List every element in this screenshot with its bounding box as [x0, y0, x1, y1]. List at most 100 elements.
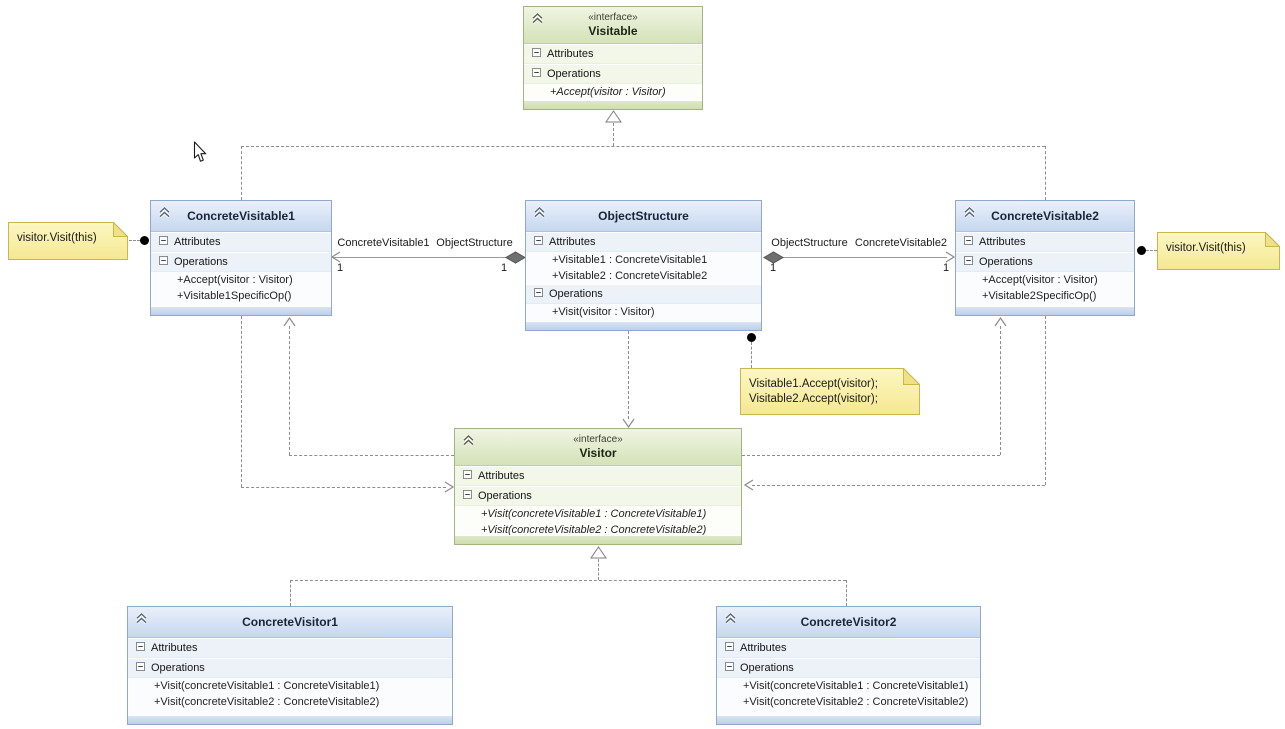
operations-section-row[interactable]: Operations	[455, 486, 741, 506]
member-attribute[interactable]: +Visitable2 : ConcreteVisitable2	[552, 270, 708, 282]
operations-label: Operations	[547, 68, 601, 80]
multiplicity-label: 1	[943, 262, 950, 274]
operations-section-row[interactable]: Operations	[151, 252, 331, 272]
stereotype-label: «interface»	[573, 434, 623, 445]
class-header[interactable]: ConcreteVisitable2	[956, 201, 1134, 232]
attributes-section-row[interactable]: Attributes	[717, 638, 980, 658]
connector-line	[751, 342, 752, 368]
attributes-label: Attributes	[740, 642, 787, 654]
collapse-chevron-icon[interactable]	[158, 206, 171, 221]
note-visitor-visit-left[interactable]: visitor.Visit(this)	[8, 222, 128, 260]
member-operation[interactable]: +Visit(concreteVisitable1 : ConcreteVisi…	[743, 680, 969, 692]
class-visitor[interactable]: «interface» Visitor Attributes Operation…	[454, 428, 742, 545]
class-concretevisitable2[interactable]: ConcreteVisitable2 Attributes Operations…	[955, 200, 1135, 316]
note-visitor-visit-right[interactable]: visitor.Visit(this)	[1157, 232, 1280, 270]
member-operation[interactable]: +Accept(visitor : Visitor)	[177, 274, 293, 286]
member-operation[interactable]: +Accept(visitor : Visitor)	[982, 274, 1098, 286]
connector-line	[613, 123, 614, 146]
attributes-label: Attributes	[979, 236, 1026, 248]
note-anchor-dot	[1137, 246, 1146, 255]
association-role-label: ObjectStructure	[771, 237, 848, 249]
multiplicity-label: 1	[337, 262, 344, 274]
class-concretevisitor2[interactable]: ConcreteVisitor2 Attributes Operations +…	[716, 606, 981, 725]
class-header[interactable]: ObjectStructure	[526, 201, 761, 232]
collapse-chevron-icon[interactable]	[533, 206, 546, 221]
class-objectstructure[interactable]: ObjectStructure Attributes +Visitable1 :…	[525, 200, 762, 331]
note-text: visitor.Visit(this)	[17, 232, 97, 244]
member-operation[interactable]: +Visitable2SpecificOp()	[982, 290, 1097, 302]
collapse-minus-icon[interactable]	[159, 236, 168, 248]
class-header[interactable]: «interface» Visitable	[524, 7, 702, 44]
multiplicity-label: 1	[770, 262, 777, 274]
collapse-minus-icon[interactable]	[463, 470, 472, 482]
collapse-minus-icon[interactable]	[534, 236, 543, 248]
association-role-label: ConcreteVisitable1	[337, 237, 430, 249]
class-concretevisitable1[interactable]: ConcreteVisitable1 Attributes Operations…	[150, 200, 332, 316]
class-footer	[455, 535, 741, 544]
member-attribute[interactable]: +Visitable1 : ConcreteVisitable1	[552, 254, 708, 266]
collapse-chevron-icon[interactable]	[135, 612, 148, 627]
collapse-minus-icon[interactable]	[725, 662, 734, 674]
connector-line	[598, 559, 599, 580]
attributes-section-row[interactable]: Attributes	[128, 638, 452, 658]
mouse-cursor-icon	[193, 141, 208, 164]
member-operation[interactable]: +Visit(concreteVisitable2 : ConcreteVisi…	[743, 696, 969, 708]
attributes-section-row[interactable]: Attributes	[956, 232, 1134, 252]
collapse-chevron-icon[interactable]	[724, 612, 737, 627]
connector-line	[241, 316, 242, 487]
member-operation[interactable]: +Visit(concreteVisitable1 : ConcreteVisi…	[481, 508, 707, 520]
member-operation[interactable]: +Visit(concreteVisitable2 : ConcreteVisi…	[481, 524, 707, 536]
operations-section-row[interactable]: Operations	[717, 658, 980, 678]
collapse-minus-icon[interactable]	[532, 68, 541, 80]
class-title: ConcreteVisitor1	[242, 615, 338, 629]
class-header[interactable]: ConcreteVisitor2	[717, 607, 980, 638]
association-role-label: ConcreteVisitable2	[854, 237, 948, 249]
collapse-chevron-icon[interactable]	[963, 206, 976, 221]
note-text: visitor.Visit(this)	[1166, 242, 1246, 254]
operations-section-row[interactable]: Operations	[128, 658, 452, 678]
connector-line	[1146, 250, 1157, 251]
attributes-label: Attributes	[547, 48, 594, 60]
open-arrow-up-icon	[994, 316, 1007, 327]
operations-section-row[interactable]: Operations	[524, 64, 702, 84]
collapse-chevron-icon[interactable]	[462, 434, 475, 449]
collapse-minus-icon[interactable]	[964, 236, 973, 248]
collapse-minus-icon[interactable]	[159, 256, 168, 268]
operations-section-row[interactable]: Operations	[956, 252, 1134, 272]
attributes-section-row[interactable]: Attributes	[526, 232, 761, 252]
class-visitable[interactable]: «interface» Visitable Attributes Operati…	[523, 6, 703, 110]
note-accept-calls[interactable]: Visitable1.Accept(visitor); Visitable2.A…	[740, 368, 920, 415]
operations-label: Operations	[549, 288, 603, 300]
class-header[interactable]: ConcreteVisitable1	[151, 201, 331, 232]
attributes-section-row[interactable]: Attributes	[151, 232, 331, 252]
class-header[interactable]: «interface» Visitor	[455, 429, 741, 466]
collapse-minus-icon[interactable]	[136, 662, 145, 674]
attributes-label: Attributes	[478, 470, 525, 482]
operations-section-row[interactable]: Operations	[526, 284, 761, 304]
member-operation[interactable]: +Visit(concreteVisitable1 : ConcreteVisi…	[154, 680, 380, 692]
collapse-minus-icon[interactable]	[725, 642, 734, 654]
collapse-minus-icon[interactable]	[534, 288, 543, 300]
connector-line	[1045, 146, 1046, 200]
class-header[interactable]: ConcreteVisitor1	[128, 607, 452, 638]
collapse-minus-icon[interactable]	[463, 490, 472, 502]
member-operation[interactable]: +Visit(visitor : Visitor)	[552, 306, 655, 318]
connector-line	[752, 485, 1045, 486]
attributes-section-row[interactable]: Attributes	[524, 44, 702, 64]
connector-line	[129, 240, 140, 241]
operations-label: Operations	[740, 662, 794, 674]
multiplicity-label: 1	[501, 262, 508, 274]
member-operation[interactable]: +Accept(visitor : Visitor)	[550, 86, 666, 98]
member-operation[interactable]: +Visit(concreteVisitable2 : ConcreteVisi…	[154, 696, 380, 708]
class-title: ObjectStructure	[598, 209, 689, 223]
connector-line	[241, 487, 446, 488]
attributes-section-row[interactable]: Attributes	[455, 466, 741, 486]
class-concretevisitor1[interactable]: ConcreteVisitor1 Attributes Operations +…	[127, 606, 453, 725]
collapse-minus-icon[interactable]	[532, 48, 541, 60]
collapse-minus-icon[interactable]	[964, 256, 973, 268]
member-operation[interactable]: +Visitable1SpecificOp()	[177, 290, 292, 302]
class-title: ConcreteVisitor2	[800, 615, 897, 629]
collapse-chevron-icon[interactable]	[531, 12, 544, 27]
collapse-minus-icon[interactable]	[136, 642, 145, 654]
